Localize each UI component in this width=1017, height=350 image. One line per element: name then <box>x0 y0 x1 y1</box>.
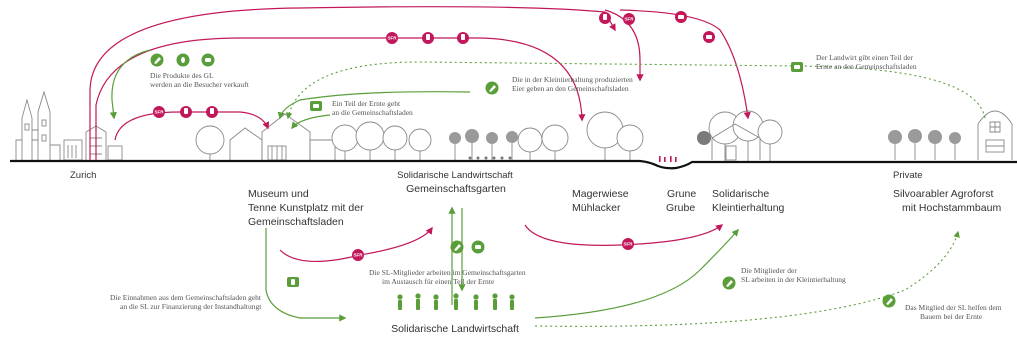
money-flows <box>89 6 751 262</box>
money-badge: SFR <box>622 238 634 250</box>
cup-icon <box>422 32 434 44</box>
barn-building <box>711 123 761 161</box>
tree-icon <box>195 110 783 155</box>
annotation-ernte: Ein Teil der Ernte geht <box>332 99 401 108</box>
annotation-einnahmen: an die SL zur Finanzierung der Instandha… <box>120 302 262 311</box>
basket-icon <box>703 31 715 43</box>
basket-icon <box>675 11 687 23</box>
label-solidarische: Solidarische <box>712 188 769 200</box>
label-sl-bottom: Solidarische Landwirtschaft <box>391 323 519 335</box>
annotation-ernte: an die Gemeinschaftsladen <box>332 108 413 117</box>
svg-text:SFR: SFR <box>388 36 398 41</box>
label-muhlacker: Mühlacker <box>572 202 621 214</box>
cup-icon <box>180 106 192 118</box>
person-icon <box>415 293 421 310</box>
label-tenne: Tenne Kunstplatz mit der <box>248 202 364 214</box>
label-private: Private <box>893 170 923 181</box>
annotation-einnahmen: Die Einnahmen aus dem Gemeinschaftsladen… <box>110 293 262 302</box>
label-magerwiese: Magerwiese <box>572 188 629 200</box>
person-icon <box>473 294 479 310</box>
basket-icon <box>791 62 803 72</box>
person-icon <box>659 156 677 162</box>
vegetable-icon <box>722 276 736 290</box>
annotation-eier: Eier geben an den Gemeinschaftsladen <box>512 84 629 93</box>
label-grune: Grune <box>667 188 696 200</box>
annotation-landwirt: Ernte an den Gemeinschaftsladen <box>816 62 917 71</box>
person-icon <box>433 294 439 310</box>
label-agroforst: Silvoarabler Agroforst <box>893 188 993 200</box>
label-hochstammbaum: mit Hochstammbaum <box>902 202 1001 214</box>
cup-icon <box>206 106 218 118</box>
person-icon <box>492 293 498 310</box>
annotation-mitglieder: Die SL-Mitglieder arbeiten im Gemeinscha… <box>369 268 526 277</box>
label-gemeinschaftsladen: Gemeinschaftsladen <box>248 216 344 228</box>
basket-icon <box>310 101 322 111</box>
city-skyline <box>15 90 123 161</box>
annotation-eier: Die in der Kleintierhaltung produzierten <box>512 75 633 84</box>
cup-icon <box>457 32 469 44</box>
product-flows <box>109 49 739 322</box>
annotation-landwirt: Der Landwirt gibt einen Teil der <box>816 53 914 62</box>
vegetable-icon <box>450 240 464 254</box>
annotation-produkte: werden an die Besucher verkauft <box>150 80 250 89</box>
label-kleintierhaltung: Kleintierhaltung <box>712 202 785 214</box>
label-zurich: Zurich <box>70 170 96 181</box>
person-icon <box>397 294 403 310</box>
garden-rows <box>468 156 512 160</box>
annotation-kleintier: Die Mitglieder der <box>741 266 797 275</box>
vegetable-icon <box>485 81 499 95</box>
svg-text:SFR: SFR <box>625 17 635 22</box>
label-grube: Grube <box>666 202 695 214</box>
money-badge: SFR <box>623 13 635 25</box>
church-icon <box>15 90 61 160</box>
cup-icon <box>287 277 299 287</box>
person-icon <box>453 293 459 310</box>
vegetable-icon <box>150 53 164 67</box>
annotation-mitglieder: im Austausch für einen Teil der Ernte <box>382 277 495 286</box>
label-museum: Museum und <box>248 188 309 200</box>
basket-icon <box>471 240 485 254</box>
annotation-bauern: Das Mitglied der SL helfen dem <box>905 303 1002 312</box>
money-badge: SFR <box>153 106 165 118</box>
annotation-bauern: Bauern bei der Ernte <box>920 312 983 321</box>
label-gemeinschaftsgarten: Gemeinschaftsgarten <box>406 183 506 195</box>
annotation-produkte: Die Produkte des GL <box>150 71 214 80</box>
museum-buildings <box>229 113 336 161</box>
svg-text:SFR: SFR <box>155 110 165 115</box>
basket-icon <box>201 53 215 67</box>
label-sl-top: Solidarische Landwirtschaft <box>397 170 513 181</box>
money-badge: SFR <box>352 249 364 261</box>
tree-row <box>195 110 783 162</box>
svg-text:SFR: SFR <box>354 253 364 258</box>
house-icon <box>977 110 1013 160</box>
ground-line <box>10 159 1017 170</box>
money-badge: SFR <box>386 32 398 44</box>
cup-icon <box>599 12 611 24</box>
svg-text:SFR: SFR <box>624 242 634 247</box>
person-icon <box>509 294 515 310</box>
garden-plants <box>449 129 961 144</box>
annotation-kleintier: SL arbeiten in der Kleintierhaltung <box>741 275 846 284</box>
person-group <box>397 293 515 310</box>
vegetable-icon <box>882 294 896 308</box>
egg-icon <box>176 53 190 67</box>
